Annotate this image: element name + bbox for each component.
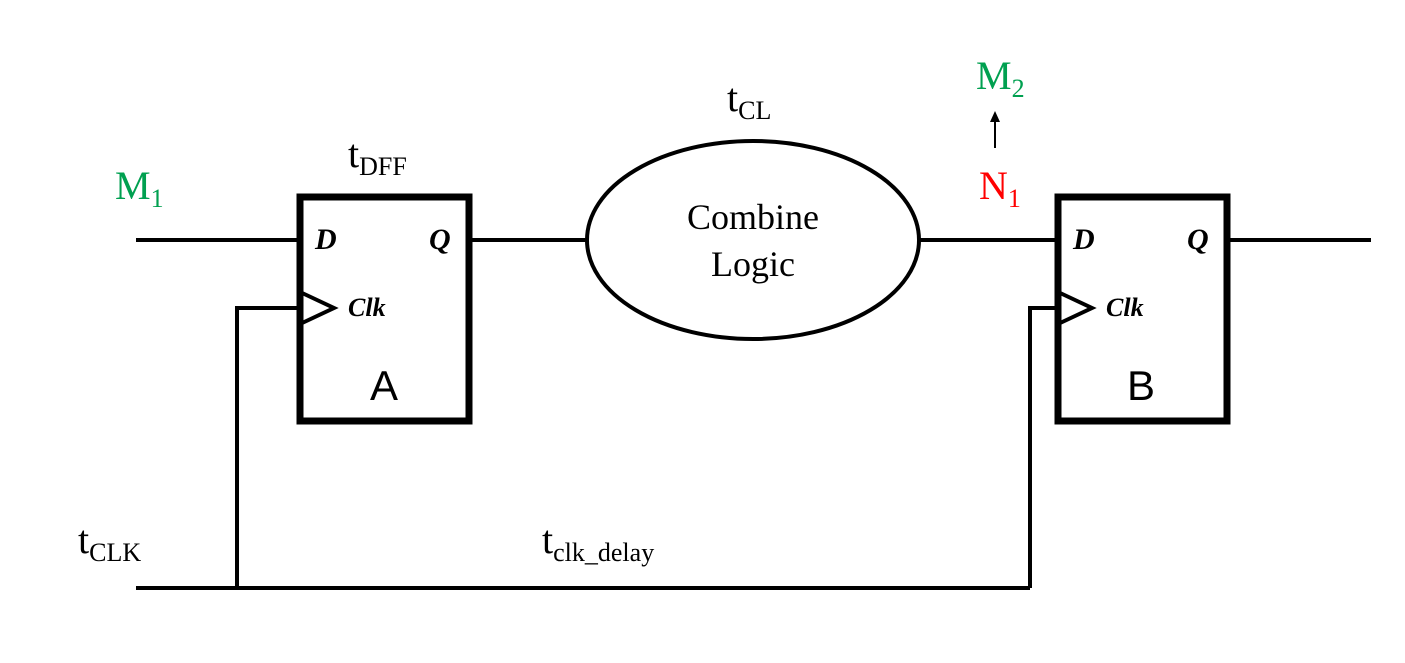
t-cl-label: tCL (727, 75, 771, 125)
t-dff-label: tDFF (348, 131, 407, 181)
pin-d: D (314, 223, 337, 256)
flipflop-name: A (370, 362, 398, 409)
clock-triangle-icon (299, 290, 339, 326)
pin-clk: Clk (348, 293, 386, 322)
n1-label: N1 (979, 163, 1021, 213)
flipflop-b-body (1054, 193, 1231, 425)
logic-label-line2: Logic (711, 244, 795, 284)
combine-logic-block: Combine Logic (585, 139, 921, 341)
m2-label: M2 (976, 53, 1025, 103)
pin-clk: Clk (1106, 293, 1144, 322)
m1-label: M1 (115, 163, 164, 213)
t-clk-delay-label: tclk_delay (542, 517, 654, 567)
clock-a-branch-wire (235, 306, 300, 588)
logic-ellipse (585, 139, 921, 341)
up-arrow-icon (990, 111, 1000, 148)
flipflop-name: B (1127, 362, 1155, 409)
logic-label-line1: Combine (687, 197, 819, 237)
pin-q: Q (1187, 223, 1209, 256)
clock-b-branch-wire (1028, 306, 1058, 588)
flipflop-b: D Q Clk B (1054, 193, 1231, 425)
t-clk-label: tCLK (78, 517, 141, 567)
flipflop-a: D Q Clk A (296, 193, 473, 425)
pin-q: Q (429, 223, 451, 256)
clock-triangle-icon (1057, 290, 1097, 326)
pin-d: D (1072, 223, 1095, 256)
